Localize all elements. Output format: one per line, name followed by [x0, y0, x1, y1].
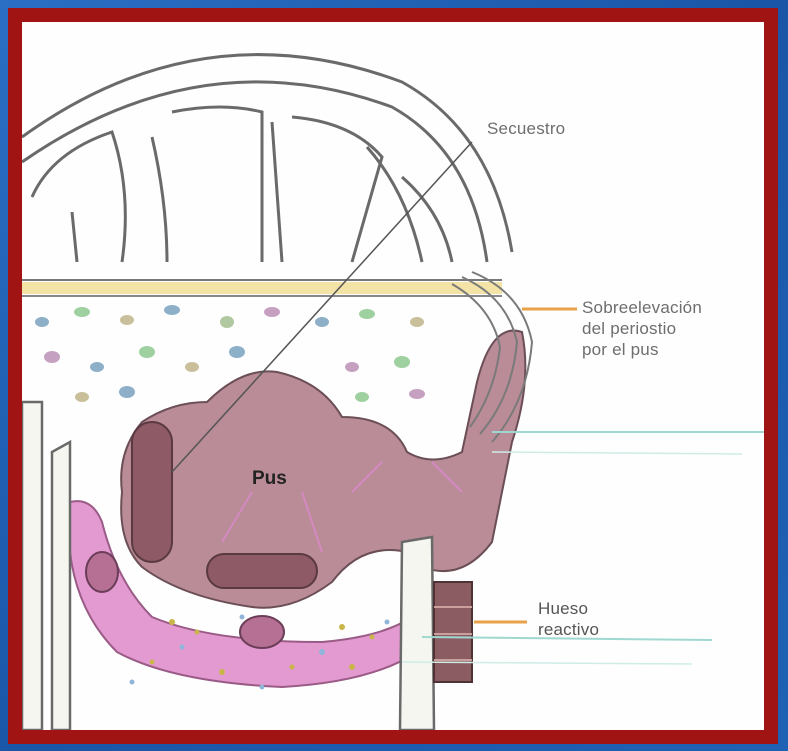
cortex-band	[22, 282, 502, 294]
label-periostio: Sobreelevación del periostio por el pus	[582, 297, 702, 360]
tissue-nodule-center	[240, 616, 284, 648]
label-pus: Pus	[252, 468, 287, 490]
bone-cortex-arcs	[22, 55, 512, 262]
diagram-panel: Secuestro Sobreelevación del periostio p…	[22, 22, 764, 730]
pus-mass	[121, 331, 525, 608]
label-hueso-reactivo: Hueso reactivo	[538, 598, 599, 640]
reactive-bone-column	[434, 582, 472, 682]
label-hueso-line2: reactivo	[538, 619, 599, 640]
label-periostio-line3: por el pus	[582, 339, 702, 360]
label-hueso-line1: Hueso	[538, 598, 599, 619]
trabecular-spokes	[32, 107, 452, 262]
label-periostio-line2: del periostio	[582, 318, 702, 339]
leader-teal-2	[492, 452, 742, 454]
tissue-nodule-left	[86, 552, 118, 592]
label-periostio-line1: Sobreelevación	[582, 297, 702, 318]
label-secuestro: Secuestro	[487, 118, 565, 139]
osteomyelitis-illustration	[22, 22, 764, 730]
